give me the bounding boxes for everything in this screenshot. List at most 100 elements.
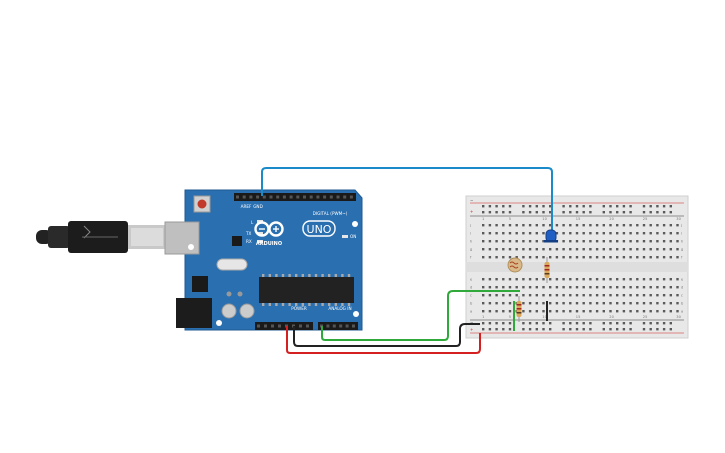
- breadboard-hole[interactable]: [649, 328, 652, 331]
- breadboard-hole[interactable]: [522, 294, 525, 297]
- breadboard-hole[interactable]: [569, 302, 572, 305]
- breadboard-hole[interactable]: [502, 211, 505, 214]
- breadboard-hole[interactable]: [669, 256, 672, 259]
- header-pin-hole[interactable]: [323, 195, 327, 199]
- breadboard-hole[interactable]: [622, 278, 626, 281]
- header-pin-hole[interactable]: [309, 195, 313, 199]
- breadboard-hole[interactable]: [669, 248, 672, 251]
- header-pin-hole[interactable]: [352, 324, 355, 328]
- breadboard-hole[interactable]: [542, 205, 545, 208]
- breadboard-hole[interactable]: [495, 224, 498, 227]
- breadboard-hole[interactable]: [595, 232, 599, 235]
- breadboard-hole[interactable]: [502, 310, 505, 313]
- breadboard-hole[interactable]: [616, 224, 619, 227]
- breadboard-hole[interactable]: [508, 286, 512, 289]
- breadboard-hole[interactable]: [569, 286, 572, 289]
- breadboard-hole[interactable]: [595, 286, 599, 289]
- breadboard-hole[interactable]: [535, 310, 538, 313]
- breadboard-hole[interactable]: [502, 256, 505, 259]
- breadboard-hole[interactable]: [575, 224, 579, 227]
- breadboard-hole[interactable]: [662, 256, 666, 259]
- breadboard-hole[interactable]: [502, 294, 505, 297]
- breadboard-hole[interactable]: [629, 256, 632, 259]
- breadboard-hole[interactable]: [528, 302, 532, 305]
- breadboard-hole[interactable]: [528, 294, 532, 297]
- breadboard-hole[interactable]: [602, 322, 605, 325]
- breadboard-hole[interactable]: [622, 232, 626, 235]
- breadboard-hole[interactable]: [528, 310, 532, 313]
- breadboard-hole[interactable]: [555, 302, 559, 305]
- breadboard-hole[interactable]: [602, 256, 605, 259]
- breadboard-hole[interactable]: [662, 205, 666, 208]
- breadboard-hole[interactable]: [495, 310, 498, 313]
- breadboard-hole[interactable]: [595, 302, 599, 305]
- breadboard-hole[interactable]: [569, 205, 572, 208]
- breadboard-hole[interactable]: [656, 322, 659, 325]
- breadboard-hole[interactable]: [662, 224, 666, 227]
- breadboard-hole[interactable]: [502, 286, 505, 289]
- breadboard-hole[interactable]: [642, 302, 646, 305]
- breadboard-hole[interactable]: [522, 211, 525, 214]
- breadboard-hole[interactable]: [549, 248, 552, 251]
- breadboard-hole[interactable]: [515, 278, 518, 281]
- breadboard-hole[interactable]: [562, 286, 565, 289]
- breadboard-hole[interactable]: [649, 211, 652, 214]
- breadboard-hole[interactable]: [642, 205, 646, 208]
- breadboard-hole[interactable]: [488, 322, 492, 325]
- breadboard-hole[interactable]: [622, 322, 626, 325]
- breadboard-hole[interactable]: [562, 256, 565, 259]
- breadboard-hole[interactable]: [542, 248, 545, 251]
- breadboard-hole[interactable]: [535, 322, 538, 325]
- breadboard-hole[interactable]: [629, 322, 632, 325]
- breadboard-hole[interactable]: [669, 310, 672, 313]
- breadboard-hole[interactable]: [609, 278, 612, 281]
- breadboard-hole[interactable]: [508, 310, 512, 313]
- breadboard-hole[interactable]: [569, 240, 572, 243]
- breadboard-hole[interactable]: [575, 302, 579, 305]
- header-pin-hole[interactable]: [339, 324, 343, 328]
- breadboard-hole[interactable]: [582, 205, 585, 208]
- breadboard-hole[interactable]: [482, 232, 485, 235]
- breadboard-hole[interactable]: [488, 256, 492, 259]
- breadboard-hole[interactable]: [609, 294, 612, 297]
- breadboard-hole[interactable]: [528, 286, 532, 289]
- breadboard-hole[interactable]: [522, 286, 525, 289]
- breadboard-hole[interactable]: [522, 205, 525, 208]
- analog-a0-wire[interactable]: [321, 290, 520, 341]
- breadboard-hole[interactable]: [669, 211, 672, 214]
- breadboard-hole[interactable]: [575, 211, 579, 214]
- breadboard-hole[interactable]: [508, 322, 512, 325]
- breadboard-hole[interactable]: [502, 322, 505, 325]
- breadboard-hole[interactable]: [569, 248, 572, 251]
- breadboard-hole[interactable]: [589, 328, 592, 331]
- breadboard-hole[interactable]: [602, 205, 605, 208]
- breadboard-hole[interactable]: [642, 224, 646, 227]
- breadboard-hole[interactable]: [495, 322, 498, 325]
- breadboard-hole[interactable]: [502, 240, 505, 243]
- breadboard-hole[interactable]: [602, 302, 605, 305]
- breadboard-hole[interactable]: [482, 322, 485, 325]
- breadboard-hole[interactable]: [609, 232, 612, 235]
- breadboard-hole[interactable]: [636, 294, 639, 297]
- breadboard-hole[interactable]: [488, 248, 492, 251]
- breadboard-hole[interactable]: [629, 232, 632, 235]
- breadboard-hole[interactable]: [642, 294, 646, 297]
- breadboard-hole[interactable]: [535, 205, 538, 208]
- breadboard-hole[interactable]: [549, 256, 552, 259]
- breadboard-hole[interactable]: [528, 248, 532, 251]
- breadboard-hole[interactable]: [669, 322, 672, 325]
- header-pin-hole[interactable]: [271, 324, 274, 328]
- breadboard-hole[interactable]: [662, 240, 666, 243]
- breadboard-hole[interactable]: [575, 310, 579, 313]
- breadboard-hole[interactable]: [642, 240, 646, 243]
- breadboard-hole[interactable]: [482, 211, 485, 214]
- breadboard-hole[interactable]: [622, 205, 626, 208]
- breadboard-hole[interactable]: [528, 211, 532, 214]
- breadboard-hole[interactable]: [535, 294, 538, 297]
- breadboard-hole[interactable]: [616, 211, 619, 214]
- breadboard-hole[interactable]: [575, 256, 579, 259]
- breadboard-hole[interactable]: [602, 278, 605, 281]
- breadboard-hole[interactable]: [555, 224, 559, 227]
- breadboard-hole[interactable]: [642, 232, 646, 235]
